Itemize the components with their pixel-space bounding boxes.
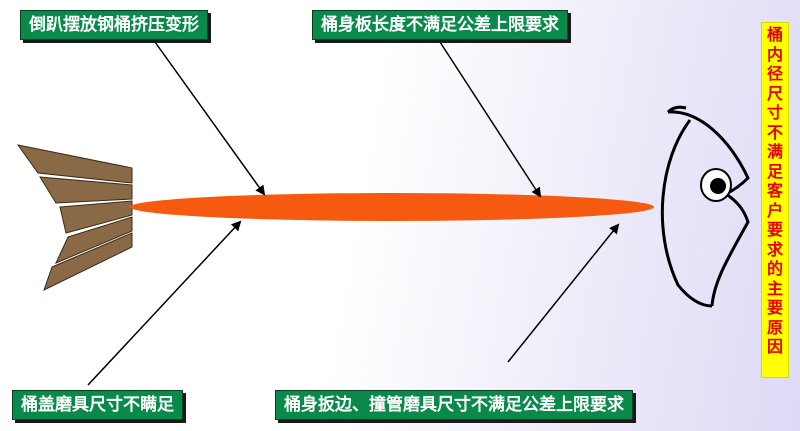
problem-title-char: 要: [766, 220, 783, 239]
problem-title-char: 径: [766, 64, 783, 83]
problem-title-char: 主: [766, 278, 783, 298]
problem-title-char: 寸: [766, 103, 783, 122]
problem-title-char: 求: [766, 239, 783, 259]
arrow-top-left: [154, 41, 266, 196]
fish-tail: [16, 144, 133, 291]
cause-label-top-left: 倒趴摆放钢桶挤压变形: [20, 10, 208, 40]
problem-title-char: 原: [766, 317, 783, 337]
problem-title-char: 内: [766, 44, 783, 64]
problem-title-char: 的: [766, 259, 783, 278]
problem-title-char: 要: [766, 298, 783, 317]
problem-title-text: 桶内径尺寸不满足客户要求的主要原因: [762, 25, 788, 357]
arrow-bottom-left: [87, 220, 242, 386]
arrow-bottom-right: [507, 223, 620, 363]
problem-title-char: 因: [766, 337, 783, 356]
fish-head: [660, 105, 750, 308]
cause-label-bottom-left: 桶盖磨具尺寸不瞒足: [12, 390, 183, 420]
problem-title-char: 满: [766, 142, 783, 161]
arrow-top-right: [439, 41, 542, 198]
problem-title-char: 足: [766, 161, 783, 181]
cause-label-top-right: 桶身板长度不满足公差上限要求: [312, 10, 568, 40]
problem-title-char: 客: [766, 181, 783, 200]
fish-spine: [130, 193, 654, 221]
problem-title-char: 尺: [766, 83, 783, 103]
fish-pupil: [710, 178, 726, 194]
problem-title-char: 不: [766, 122, 783, 142]
cause-label-bottom-right: 桶身扳边、撞管磨具尺寸不满足公差上限要求: [275, 390, 633, 420]
problem-title-char: 桶: [766, 25, 783, 44]
problem-title-vertical: 桶内径尺寸不满足客户要求的主要原因: [761, 22, 789, 378]
problem-title-char: 户: [766, 200, 783, 220]
